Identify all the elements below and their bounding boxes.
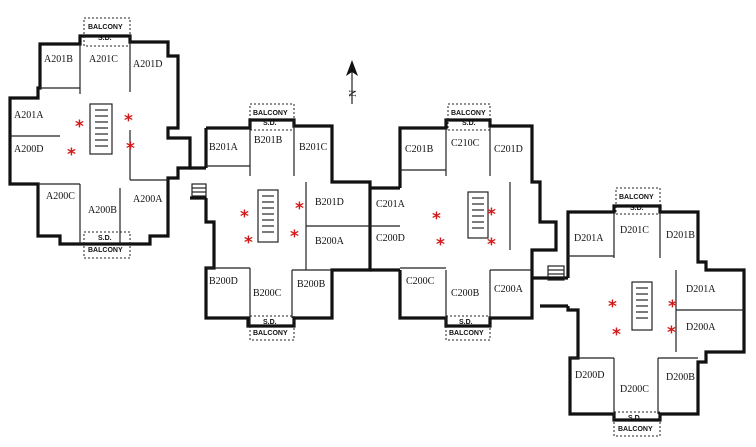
connector-bc: C201A C200D	[370, 186, 406, 272]
room-d200c: D200C	[620, 384, 649, 395]
sliding-door-label: S.D.	[459, 319, 473, 326]
asterisk-icon: *	[668, 297, 677, 317]
room-d201a: D201A	[574, 233, 604, 244]
sliding-door-label: S.D.	[462, 120, 476, 127]
room-c201d: C201D	[494, 144, 523, 155]
balcony-label: BALCONY	[618, 426, 653, 433]
asterisk-icon: *	[608, 297, 617, 317]
asterisk-icon: *	[244, 233, 253, 253]
room-a200d: A200D	[14, 144, 43, 155]
room-d200a: D200A	[686, 322, 716, 333]
room-b201c: B201C	[299, 142, 328, 153]
room-c200b: C200B	[451, 288, 480, 299]
room-d200b: D200B	[666, 372, 695, 383]
asterisk-icon: *	[487, 205, 496, 225]
sliding-door-label: S.D.	[98, 35, 112, 42]
sliding-door-label: S.D.	[98, 235, 112, 242]
room-b200b: B200B	[297, 279, 326, 290]
asterisk-icon: *	[436, 235, 445, 255]
room-c200c: C200C	[406, 276, 435, 287]
sliding-door-label: S.D.	[263, 319, 277, 326]
room-a201b: A201B	[44, 54, 73, 65]
asterisk-icon: *	[667, 323, 676, 343]
asterisk-icon: *	[487, 235, 496, 255]
room-d200d: D200D	[575, 370, 604, 381]
room-b201b: B201B	[254, 135, 283, 146]
balcony-label: BALCONY	[253, 330, 288, 337]
balcony-d-bottom	[613, 411, 661, 437]
room-c210c: C210C	[451, 138, 480, 149]
balcony-label: BALCONY	[619, 194, 654, 201]
wing-c: BALCONY S.D. S.D. BALCONY C201B C210C C2…	[398, 103, 558, 341]
balcony-label: BALCONY	[449, 330, 484, 337]
room-b200c: B200C	[253, 288, 282, 299]
room-c201b: C201B	[405, 144, 434, 155]
asterisk-icon: *	[240, 207, 249, 227]
room-b201d: B201D	[315, 197, 344, 208]
balcony-b-bottom	[249, 315, 295, 341]
room-a200c: A200C	[46, 191, 75, 202]
room-a201c: A201C	[89, 54, 118, 65]
balcony-label: BALCONY	[88, 24, 123, 31]
room-a200b: A200B	[88, 205, 117, 216]
balcony-a-top	[83, 17, 131, 47]
balcony-c-top	[447, 103, 491, 131]
room-c200a: C200A	[494, 284, 524, 295]
room-b201a: B201A	[209, 142, 239, 153]
asterisk-icon: *	[290, 227, 299, 247]
asterisk-icon: *	[612, 325, 621, 345]
asterisk-icon: *	[126, 139, 135, 159]
balcony-label: BALCONY	[451, 110, 486, 117]
room-c201a: C201A	[376, 199, 406, 210]
room-d201a-east: D201A	[686, 284, 716, 295]
sliding-door-label: S.D.	[263, 120, 277, 127]
room-c200d: C200D	[376, 233, 405, 244]
north-label: N	[348, 90, 359, 97]
balcony-b-top	[249, 103, 295, 131]
balcony-label: BALCONY	[88, 247, 123, 254]
room-a201d: A201D	[133, 59, 162, 70]
sliding-door-label: S.D.	[630, 205, 644, 212]
balcony-d-top	[615, 187, 661, 215]
balcony-label: BALCONY	[253, 110, 288, 117]
room-b200d: B200D	[209, 276, 238, 287]
wing-a: BALCONY S.D. S.D. BALCONY A201B A201C A2…	[8, 17, 207, 259]
asterisk-icon: *	[75, 117, 84, 137]
north-arrow-icon: N	[346, 60, 359, 104]
room-d201c: D201C	[620, 225, 649, 236]
sliding-door-label: S.D.	[628, 415, 642, 422]
asterisk-icon: *	[67, 145, 76, 165]
room-b200a: B200A	[315, 236, 345, 247]
room-a201a: A201A	[14, 110, 44, 121]
wing-d: BALCONY S.D. S.D. BALCONY D201A D201C D2…	[566, 187, 746, 437]
room-d201b: D201B	[666, 230, 695, 241]
room-a200a: A200A	[133, 194, 163, 205]
asterisk-icon: *	[432, 209, 441, 229]
wing-b: BALCONY S.D. S.D. BALCONY B201A B201B B2…	[204, 103, 372, 341]
asterisk-icon: *	[124, 111, 133, 131]
balcony-c-bottom	[445, 315, 491, 341]
asterisk-icon: *	[295, 199, 304, 219]
